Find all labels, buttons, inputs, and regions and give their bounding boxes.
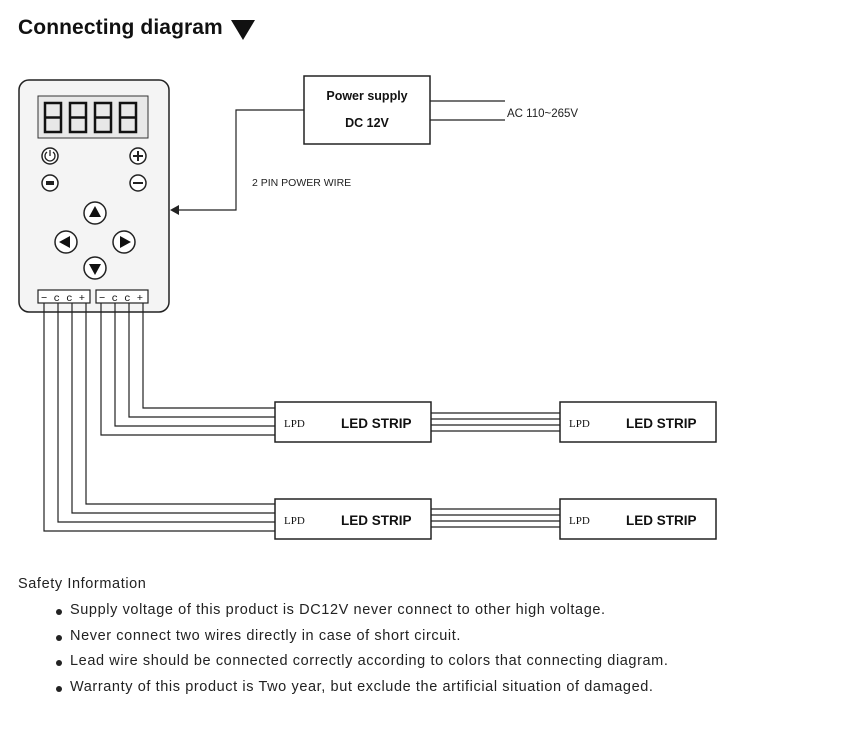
- led-strip-label: LED STRIP: [626, 513, 697, 528]
- power-supply-line1: Power supply: [326, 89, 407, 103]
- up-button[interactable]: [83, 201, 107, 225]
- lpd-label: LPD: [284, 515, 305, 527]
- plus-button[interactable]: [129, 147, 147, 165]
- safety-item: Supply voltage of this product is DC12V …: [56, 602, 838, 618]
- power-supply-box: [303, 75, 431, 145]
- safety-list: Supply voltage of this product is DC12V …: [18, 602, 838, 695]
- terminal-block-b: [95, 289, 149, 304]
- power-supply: Power supply DC 12V AC 110~265V: [303, 75, 578, 145]
- safety-heading: Safety Information: [18, 576, 147, 592]
- mode-button[interactable]: [41, 174, 59, 192]
- led-strip: LPD LED STRIP: [274, 401, 432, 443]
- safety-section: Safety Information Supply voltage of thi…: [18, 576, 838, 704]
- led-strip: LPD LED STRIP: [559, 498, 717, 540]
- safety-item: Lead wire should be connected correctly …: [56, 653, 838, 669]
- safety-item: Never connect two wires directly in case…: [56, 628, 838, 644]
- led-strip: LPD LED STRIP: [274, 498, 432, 540]
- power-supply-line2: DC 12V: [345, 116, 389, 130]
- safety-item: Warranty of this product is Two year, bu…: [56, 679, 838, 695]
- display-digits: [43, 101, 138, 134]
- power-wire-label: 2 PIN POWER WIRE: [252, 177, 351, 189]
- lpd-label: LPD: [569, 515, 590, 527]
- led-strip-label: LED STRIP: [341, 513, 412, 528]
- output-wires: [43, 303, 560, 532]
- connecting-diagram: 8888: [0, 0, 717, 540]
- controller: 8888: [0, 0, 170, 313]
- power-wire: [170, 109, 304, 215]
- right-button[interactable]: [112, 230, 136, 254]
- lpd-label: LPD: [569, 418, 590, 430]
- minus-button[interactable]: [129, 174, 147, 192]
- ac-input-label: AC 110~265V: [507, 108, 578, 120]
- power-button[interactable]: [41, 147, 59, 165]
- down-button[interactable]: [83, 256, 107, 280]
- page-title: Connecting diagram: [18, 16, 255, 40]
- lpd-label: LPD: [284, 418, 305, 430]
- triangle-down-icon: [230, 19, 255, 40]
- led-strip: LPD LED STRIP: [559, 401, 717, 443]
- terminal-block-a: [37, 289, 91, 304]
- terminal-b-label: − c c +: [99, 293, 143, 305]
- led-strip-label: LED STRIP: [626, 416, 697, 431]
- led-strip-label: LED STRIP: [341, 416, 412, 431]
- terminal-a-label: − c c +: [41, 293, 85, 305]
- left-button[interactable]: [54, 230, 78, 254]
- display-value: 8888: [0, 0, 3, 1]
- page-title-text: Connecting diagram: [18, 16, 223, 39]
